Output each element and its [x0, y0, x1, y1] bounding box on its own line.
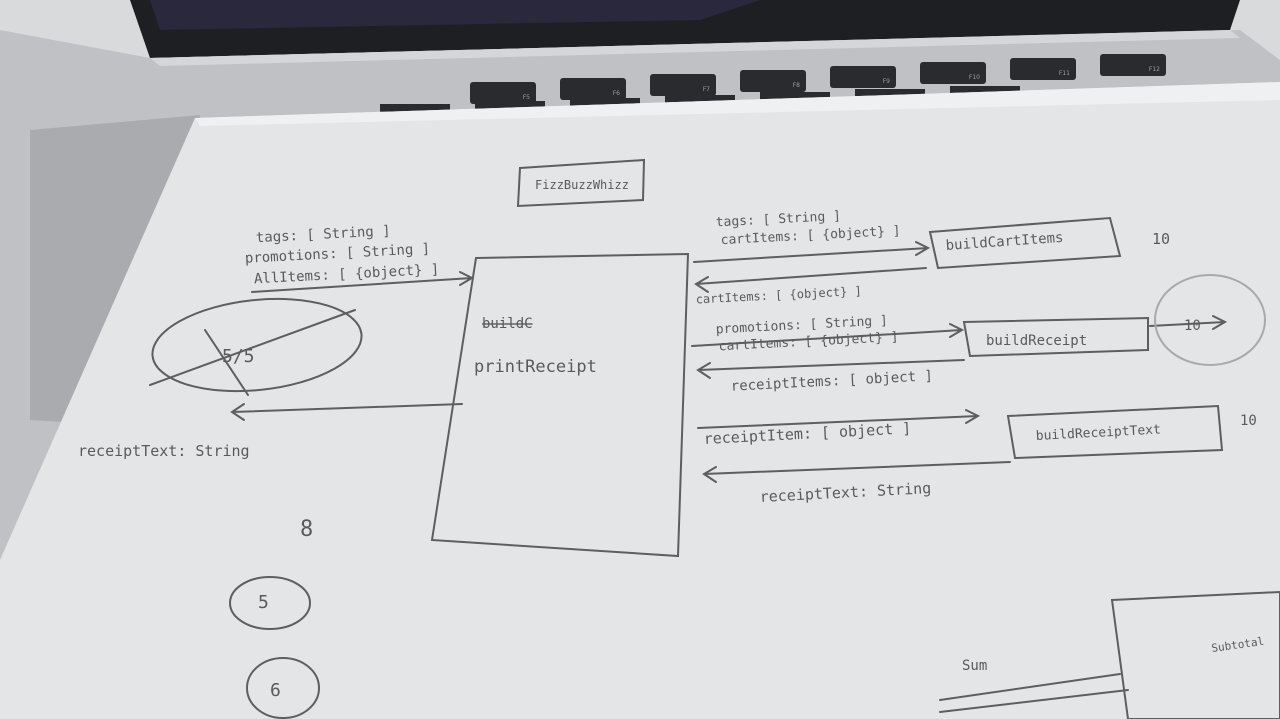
keyboard-key-row2 [380, 104, 450, 114]
arrow-call-2 [691, 323, 965, 347]
keyboard-key [740, 70, 806, 92]
note-8: 8 [300, 517, 313, 542]
input-label-tags: tags: [ String ] [255, 223, 391, 246]
box-build-receipt-text [1006, 404, 1224, 460]
laptop-hinge [150, 30, 1240, 66]
sketch-lines [149, 158, 1280, 719]
call-1-time: 10 [1152, 230, 1170, 248]
keyboard-key-row2 [475, 101, 545, 111]
note-5: 5 [258, 592, 269, 613]
keyboard-key [470, 82, 536, 104]
arrow-call-1 [693, 241, 931, 263]
bottom-lines [939, 673, 1129, 713]
keyboard: F5 F6 F7 F8 F9 F10 F11 F12 [380, 54, 1166, 114]
keyboard-key-row2 [665, 95, 735, 105]
note-5-5: 5/5 [222, 346, 255, 367]
title-box [516, 158, 646, 208]
main-label-struck: buildC [482, 316, 533, 332]
keyboard-key-row2 [570, 98, 640, 108]
faint-circle [1154, 274, 1266, 366]
call-1-arg-0: tags: [ String ] [715, 209, 841, 231]
call-3-time: 10 [1240, 413, 1257, 429]
keyboard-key-label: F9 [883, 78, 890, 85]
keyboard-key-label: F6 [613, 90, 620, 97]
call-2-time: 10 [1184, 318, 1201, 334]
bottom-right-box [1110, 590, 1280, 719]
box-build-cart-items [928, 216, 1122, 270]
keyboard-key-label: F5 [523, 94, 530, 101]
keyboard-key-label: F10 [969, 74, 980, 81]
main-box-label: printReceipt [474, 357, 597, 377]
keyboard-key-label: F7 [703, 86, 710, 93]
scribble-strikes [149, 309, 356, 396]
note-circle-1 [229, 576, 311, 630]
screen-glow [150, 0, 760, 30]
main-box [430, 252, 690, 558]
keyboard-key [560, 78, 626, 100]
keyboard-key-label: F11 [1059, 70, 1070, 77]
keyboard-key-label: F12 [1149, 66, 1160, 73]
call-3-function: buildReceiptText [1035, 422, 1161, 444]
keyboard-key-row2 [950, 86, 1020, 96]
arrow-call-3 [697, 409, 981, 429]
note-circle-2 [246, 657, 320, 719]
note-6: 6 [270, 680, 281, 701]
arrow-return-2 [696, 359, 965, 379]
return-label: receiptText: String [78, 442, 250, 460]
keyboard-key-label: F8 [793, 82, 800, 89]
title-text: FizzBuzzWhizz [535, 178, 629, 192]
arrow-return-3 [702, 461, 1011, 483]
scribble-ellipse [151, 297, 363, 393]
keyboard-key [1100, 54, 1166, 76]
keyboard-key [830, 66, 896, 88]
call-2-function: buildReceipt [986, 333, 1087, 349]
keyboard-key [1010, 58, 1076, 80]
keyboard-key [920, 62, 986, 84]
paper-edge [195, 82, 1280, 126]
keyboard-key-row2 [855, 89, 925, 99]
paper-sheet [0, 82, 1280, 719]
keyboard-key-row2 [760, 92, 830, 102]
return-arrow [230, 403, 463, 421]
bottom-note-sum: Sum [962, 658, 987, 674]
box-build-receipt [962, 316, 1149, 358]
input-arrow [251, 271, 475, 293]
arrow-time-2 [1149, 315, 1228, 330]
keyboard-key [650, 74, 716, 96]
arrow-return-1 [694, 267, 927, 293]
